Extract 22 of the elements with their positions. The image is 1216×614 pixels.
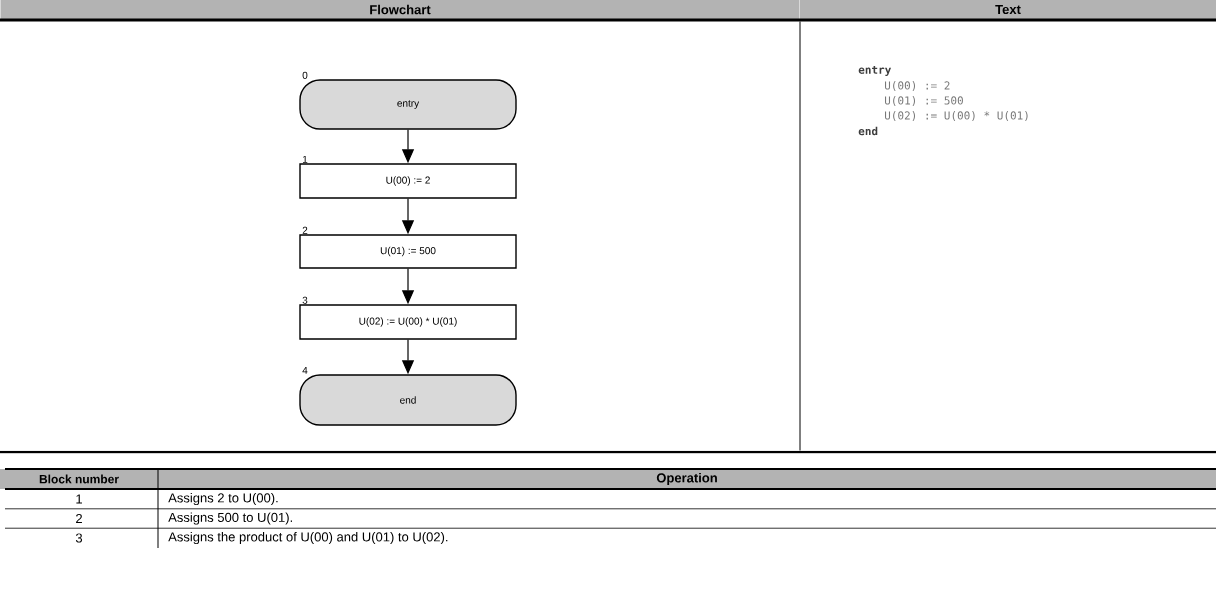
block-number: 4 [302, 366, 308, 374]
header-cell: Block number [0, 469, 158, 489]
code-line: U(00) := 2 [885, 81, 950, 91]
process-box: U(02) := U(00) * U(01) [299, 304, 517, 340]
block-number: 0 [302, 71, 308, 79]
table-cell: 2 [76, 513, 82, 524]
table-cell: Assigns 500 to U(01). [168, 512, 292, 525]
code-line: end [858, 126, 878, 136]
process-box: U(00) := 2 [299, 163, 517, 199]
block-number: 1 [302, 155, 308, 163]
header-cell: Flowchart [0, 0, 800, 19]
table-cell: Assigns the product of U(00) and U(01) to U(02). [168, 531, 448, 545]
table-cell: 1 [76, 494, 82, 504]
table-cell: 3 [75, 533, 83, 543]
block-number: 3 [302, 296, 308, 304]
block-number: 2 [302, 226, 308, 234]
header-cell: Text [800, 0, 1216, 19]
process-box: U(01) := 500 [299, 234, 517, 269]
code-line: U(02) := U(00) * U(01) [885, 111, 1028, 121]
code-line: U(01) := 500 [885, 96, 963, 106]
code-line: entry [858, 66, 891, 76]
table-cell: Assigns 2 to U(00). [168, 492, 278, 506]
